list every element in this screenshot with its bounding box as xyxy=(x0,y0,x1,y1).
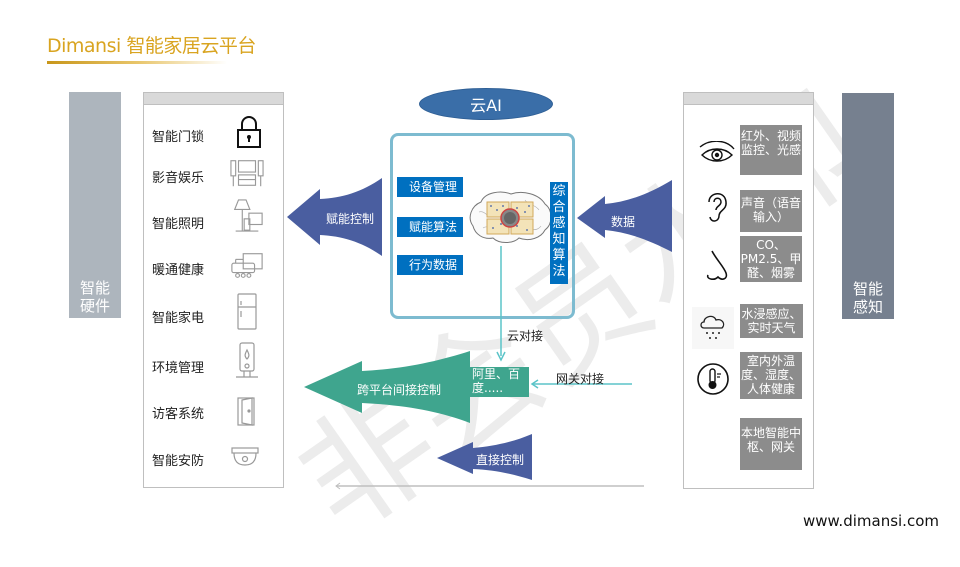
cloud-connect-line xyxy=(496,246,506,362)
gateway-connect-line xyxy=(530,379,632,389)
tag-perception-algorithm: 综合感知算法 xyxy=(550,182,568,284)
sense-tag-air: CO、PM2.5、甲醛、烟雾 xyxy=(740,236,802,282)
hardware-item-environment: 环境管理 xyxy=(152,361,205,376)
hardware-item-av: 影音娱乐 xyxy=(152,171,205,186)
partners-box: 阿里、百度..... xyxy=(470,367,529,397)
direct-control-label: 直接控制 xyxy=(476,453,525,467)
brand-name: Dimansi xyxy=(47,35,121,57)
data-label: 数据 xyxy=(611,215,636,229)
hardware-item-lighting: 智能照明 xyxy=(152,217,205,232)
lamp-icon xyxy=(230,199,264,233)
direct-control-arrow xyxy=(437,434,532,480)
ear-icon xyxy=(700,190,734,224)
air-conditioner-icon xyxy=(230,249,264,283)
sensing-panel-header xyxy=(684,93,813,105)
cross-platform-arrow xyxy=(304,351,470,423)
empower-control-label: 赋能控制 xyxy=(326,212,375,226)
water-purifier-icon xyxy=(230,342,264,379)
nose-icon xyxy=(700,249,734,283)
hardware-panel xyxy=(143,92,284,488)
smart-sensing-bar: 智能 感知 xyxy=(842,93,894,319)
title-text: 智能家居云平台 xyxy=(126,35,256,57)
bottom-connector-line xyxy=(335,482,644,490)
hardware-item-visitor: 访客系统 xyxy=(152,407,205,422)
data-arrow xyxy=(577,180,672,252)
empower-control-arrow xyxy=(287,178,382,256)
weather-cloud-icon xyxy=(692,307,734,349)
thermometer-icon xyxy=(696,362,730,396)
smart-hardware-label: 智能 硬件 xyxy=(79,279,110,315)
eye-icon xyxy=(697,136,737,170)
hardware-item-lock: 智能门锁 xyxy=(152,130,205,145)
hardware-item-hvac: 暖通健康 xyxy=(152,263,205,278)
smart-sensing-label: 智能 感知 xyxy=(852,280,883,316)
brain-icon xyxy=(465,188,555,248)
lock-icon xyxy=(232,115,266,149)
tag-behavior-data: 行为数据 xyxy=(397,255,463,275)
sense-tag-vision: 红外、视频 监控、光感 xyxy=(740,125,802,175)
cloud-connect-label: 云对接 xyxy=(507,329,544,343)
smart-hardware-bar: 智能 硬件 xyxy=(69,92,121,318)
hardware-item-appliance: 智能家电 xyxy=(152,311,205,326)
sense-tag-sound: 声音（语音 输入） xyxy=(740,190,802,232)
tag-empower-algorithm: 赋能算法 xyxy=(397,217,463,237)
page-title: Dimansi 智能家居云平台 xyxy=(47,31,256,58)
cloud-ai-frame xyxy=(390,133,575,319)
hardware-item-security: 智能安防 xyxy=(152,454,205,469)
home-theater-icon xyxy=(230,156,264,190)
sense-tag-local-hub: 本地智能中 枢、网关 xyxy=(740,418,802,470)
cloud-ai-title: 云AI xyxy=(470,96,502,115)
sense-tag-temperature: 室内外温度、湿度、人体健康 xyxy=(740,352,802,399)
door-icon xyxy=(230,395,264,429)
sense-tag-water-weather: 水浸感应、实时天气 xyxy=(740,304,803,338)
security-camera-icon xyxy=(228,440,262,474)
cross-platform-label: 跨平台间接控制 xyxy=(357,383,442,397)
gateway-connect-label: 网关对接 xyxy=(556,372,605,386)
cloud-ai-ellipse: 云AI xyxy=(419,88,553,120)
refrigerator-icon xyxy=(230,293,264,330)
footer-url[interactable]: www.dimansi.com xyxy=(803,512,939,530)
title-underline xyxy=(47,61,227,64)
tag-device-management: 设备管理 xyxy=(397,177,463,197)
hardware-panel-header xyxy=(144,93,283,105)
